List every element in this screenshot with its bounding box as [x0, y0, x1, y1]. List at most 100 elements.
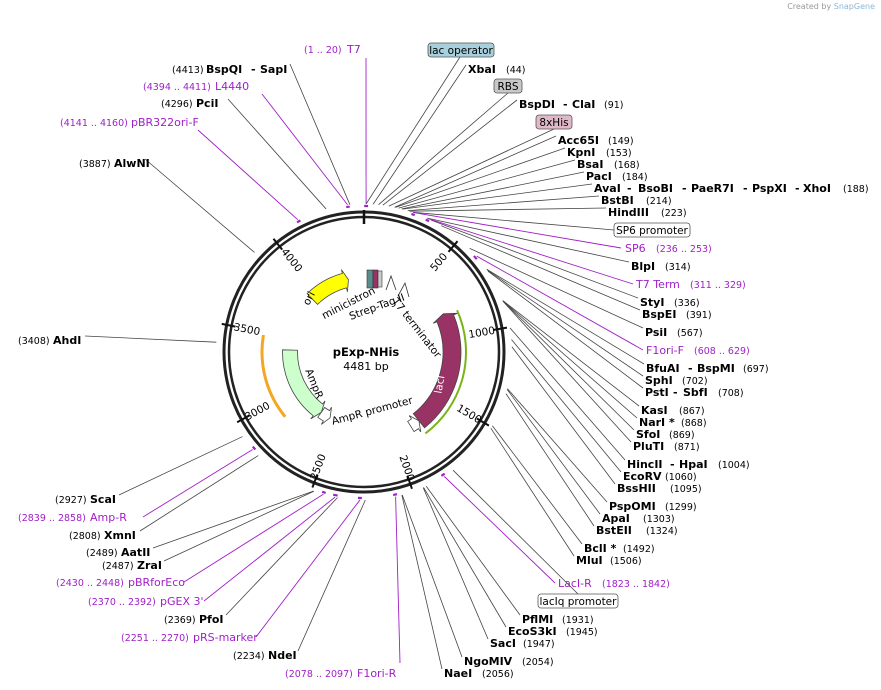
primer-prs-marker[interactable]: (2251 .. 2270)pRS-marker	[121, 631, 258, 644]
primer-t7-term[interactable]: T7 Term(311 .. 329)	[635, 278, 746, 291]
strep-block[interactable]	[377, 270, 383, 288]
site-scai[interactable]: (2927)ScaI	[55, 493, 116, 506]
lac-operator-box[interactable]: lac operator	[427, 42, 495, 58]
t7-terminator-glyph[interactable]	[385, 274, 397, 291]
site-saci[interactable]: SacI(1947)	[490, 637, 555, 650]
svg-text:(868): (868)	[681, 418, 707, 429]
primer-site-mark[interactable]	[296, 219, 301, 224]
terminator-glyph-2[interactable]	[397, 281, 410, 298]
rbs-box[interactable]: RBS	[493, 78, 523, 94]
primer-site-mark[interactable]	[411, 212, 416, 217]
site-paci[interactable]: PacI(184)	[586, 170, 648, 183]
site-kasi[interactable]: KasI(867)	[641, 404, 705, 417]
site-bcli[interactable]: BclI *(1492)	[584, 542, 655, 555]
site-ecos3ki[interactable]: EcoS3kI(1945)	[508, 625, 598, 638]
svg-text:AatII: AatII	[121, 546, 150, 559]
primer-pgex3[interactable]: (2370 .. 2392)pGEX 3'	[88, 595, 204, 608]
site-bsshii[interactable]: BssHII(1095)	[617, 482, 702, 495]
svg-text:(1 .. 20): (1 .. 20)	[304, 45, 342, 56]
site-bfuai-bspmi[interactable]: BfuAI-BspMI(697)	[646, 362, 769, 375]
site-pluti[interactable]: PluTI(871)	[633, 440, 700, 453]
primer-laci-r[interactable]: LacI-R(1823 .. 1842)	[558, 577, 670, 590]
primer-site-mark[interactable]	[440, 472, 446, 477]
primer-site-mark[interactable]	[425, 218, 430, 223]
site-sfoi[interactable]: SfoI(869)	[636, 428, 695, 441]
primer-l4440[interactable]: (4394 .. 4411)L4440	[143, 80, 249, 93]
site-psii[interactable]: PsiI(567)	[645, 326, 703, 339]
site-bspei[interactable]: BspEI(391)	[642, 308, 712, 321]
site-sphi[interactable]: SphI(702)	[645, 374, 708, 387]
site-hincii-hpai[interactable]: HincII-HpaI(1004)	[627, 458, 750, 471]
site-avai-group[interactable]: AvaI - BsoBI - PaeR7I - PspXI - XhoI (18…	[594, 182, 869, 195]
site-ngomiv[interactable]: NgoMIV(2054)	[464, 655, 554, 668]
feature-laci[interactable]: lacI	[412, 309, 467, 435]
site-pfoi[interactable]: (2369)PfoI	[164, 613, 224, 626]
laciq-promoter-box[interactable]: lacIq promoter	[537, 593, 619, 609]
plasmid-length: 4481 bp	[343, 360, 388, 373]
site-bspqi-sapi[interactable]: (4413)BspQI-SapI	[172, 63, 287, 76]
site-ecorv[interactable]: EcoRV(1060)	[623, 470, 697, 483]
site-leader	[84, 335, 217, 343]
his-box[interactable]: 8xHis	[535, 114, 573, 130]
site-xmni[interactable]: (2808)XmnI	[69, 529, 136, 542]
site-acc65i[interactable]: Acc65I(149)	[558, 134, 634, 147]
svg-text:-: -	[251, 63, 256, 76]
site-bstbi[interactable]: BstBI(214)	[601, 194, 672, 207]
sp6-promoter-box[interactable]: SP6 promoter	[613, 222, 691, 238]
feature-ampr[interactable]: AmpR	[282, 349, 326, 420]
his-block[interactable]	[372, 269, 379, 289]
site-blpi[interactable]: BlpI(314)	[631, 260, 691, 273]
primer-site-mark[interactable]	[332, 493, 338, 497]
tick-label: 4000	[278, 246, 304, 274]
site-xbai[interactable]: XbaI(44)	[468, 63, 526, 76]
feature-ampr-promoter[interactable]: AmpR promoter	[317, 394, 415, 428]
site-apai[interactable]: ApaI(1303)	[602, 512, 675, 525]
site-bsteii[interactable]: BstEII(1324)	[596, 524, 678, 537]
site-hindiii[interactable]: HindIII(223)	[608, 206, 687, 219]
primer-f1ori-f[interactable]: F1ori-F(608 .. 629)	[646, 344, 750, 357]
svg-text:-: -	[670, 458, 675, 471]
site-kpni[interactable]: KpnI(153)	[567, 146, 632, 159]
site-pspomi[interactable]: PspOMI(1299)	[609, 500, 697, 513]
site-pflmi[interactable]: PflMI(1931)	[522, 613, 594, 626]
site-styi[interactable]: StyI(336)	[640, 296, 700, 309]
primer-f1ori-r[interactable]: (2078 .. 2097)F1ori-R	[285, 667, 397, 680]
site-bsai[interactable]: BsaI(168)	[577, 158, 640, 171]
primer-leader	[261, 93, 348, 206]
site-naei[interactable]: NaeI(2056)	[444, 667, 514, 680]
svg-text:(871): (871)	[674, 442, 700, 453]
primer-t7[interactable]: (1 .. 20)T7	[304, 43, 361, 56]
primer-leader	[476, 255, 644, 351]
ampr-promoter-arrow[interactable]	[317, 406, 332, 425]
site-ahdi[interactable]: (3408)AhdI	[18, 334, 81, 347]
site-zrai[interactable]: (2487)ZraI	[102, 559, 162, 572]
primer-site-mark[interactable]	[473, 255, 478, 260]
site-nari[interactable]: NarI *(868)	[639, 416, 707, 429]
svg-text:(2839 .. 2858): (2839 .. 2858)	[18, 513, 86, 524]
ori-arrow[interactable]	[306, 269, 349, 305]
svg-text:(1303): (1303)	[643, 514, 675, 525]
primer-sp6[interactable]: SP6(236 .. 253)	[625, 242, 712, 255]
site-psti-sbfi[interactable]: PstI-SbfI(708)	[645, 386, 744, 399]
primer-site-mark[interactable]	[251, 445, 257, 451]
primer-pbr322ori-f[interactable]: (4141 .. 4160)pBR322ori-F	[60, 116, 199, 129]
laci-arrow[interactable]	[412, 312, 462, 429]
feature-ori[interactable]: ori	[301, 269, 349, 308]
site-leader	[394, 135, 557, 208]
site-pcii[interactable]: (4296)PciI	[161, 97, 218, 110]
svg-text:AvaI: AvaI	[594, 182, 621, 195]
primer-site-mark[interactable]	[321, 490, 326, 494]
svg-text:(1004): (1004)	[718, 460, 750, 471]
svg-text:SapI: SapI	[260, 63, 287, 76]
sp6-promoter-text: SP6 promoter	[616, 225, 688, 237]
site-alwni[interactable]: (3887)AlwNI	[79, 157, 150, 170]
svg-text:SacI: SacI	[490, 637, 516, 650]
primer-pbrforeco[interactable]: (2430 .. 2448)pBRforEco	[56, 576, 185, 589]
primer-site-mark[interactable]	[392, 493, 398, 497]
site-ndei[interactable]: (2234)NdeI	[233, 649, 297, 662]
laciq-promoter-arrow[interactable]	[407, 415, 422, 433]
primer-amp-r[interactable]: (2839 .. 2858)Amp-R	[18, 511, 127, 524]
site-mlui[interactable]: MluI(1506)	[576, 554, 642, 567]
site-aatii[interactable]: (2489)AatII	[86, 546, 150, 559]
site-bspdi-clai[interactable]: BspDI-ClaI(91)	[519, 98, 624, 111]
